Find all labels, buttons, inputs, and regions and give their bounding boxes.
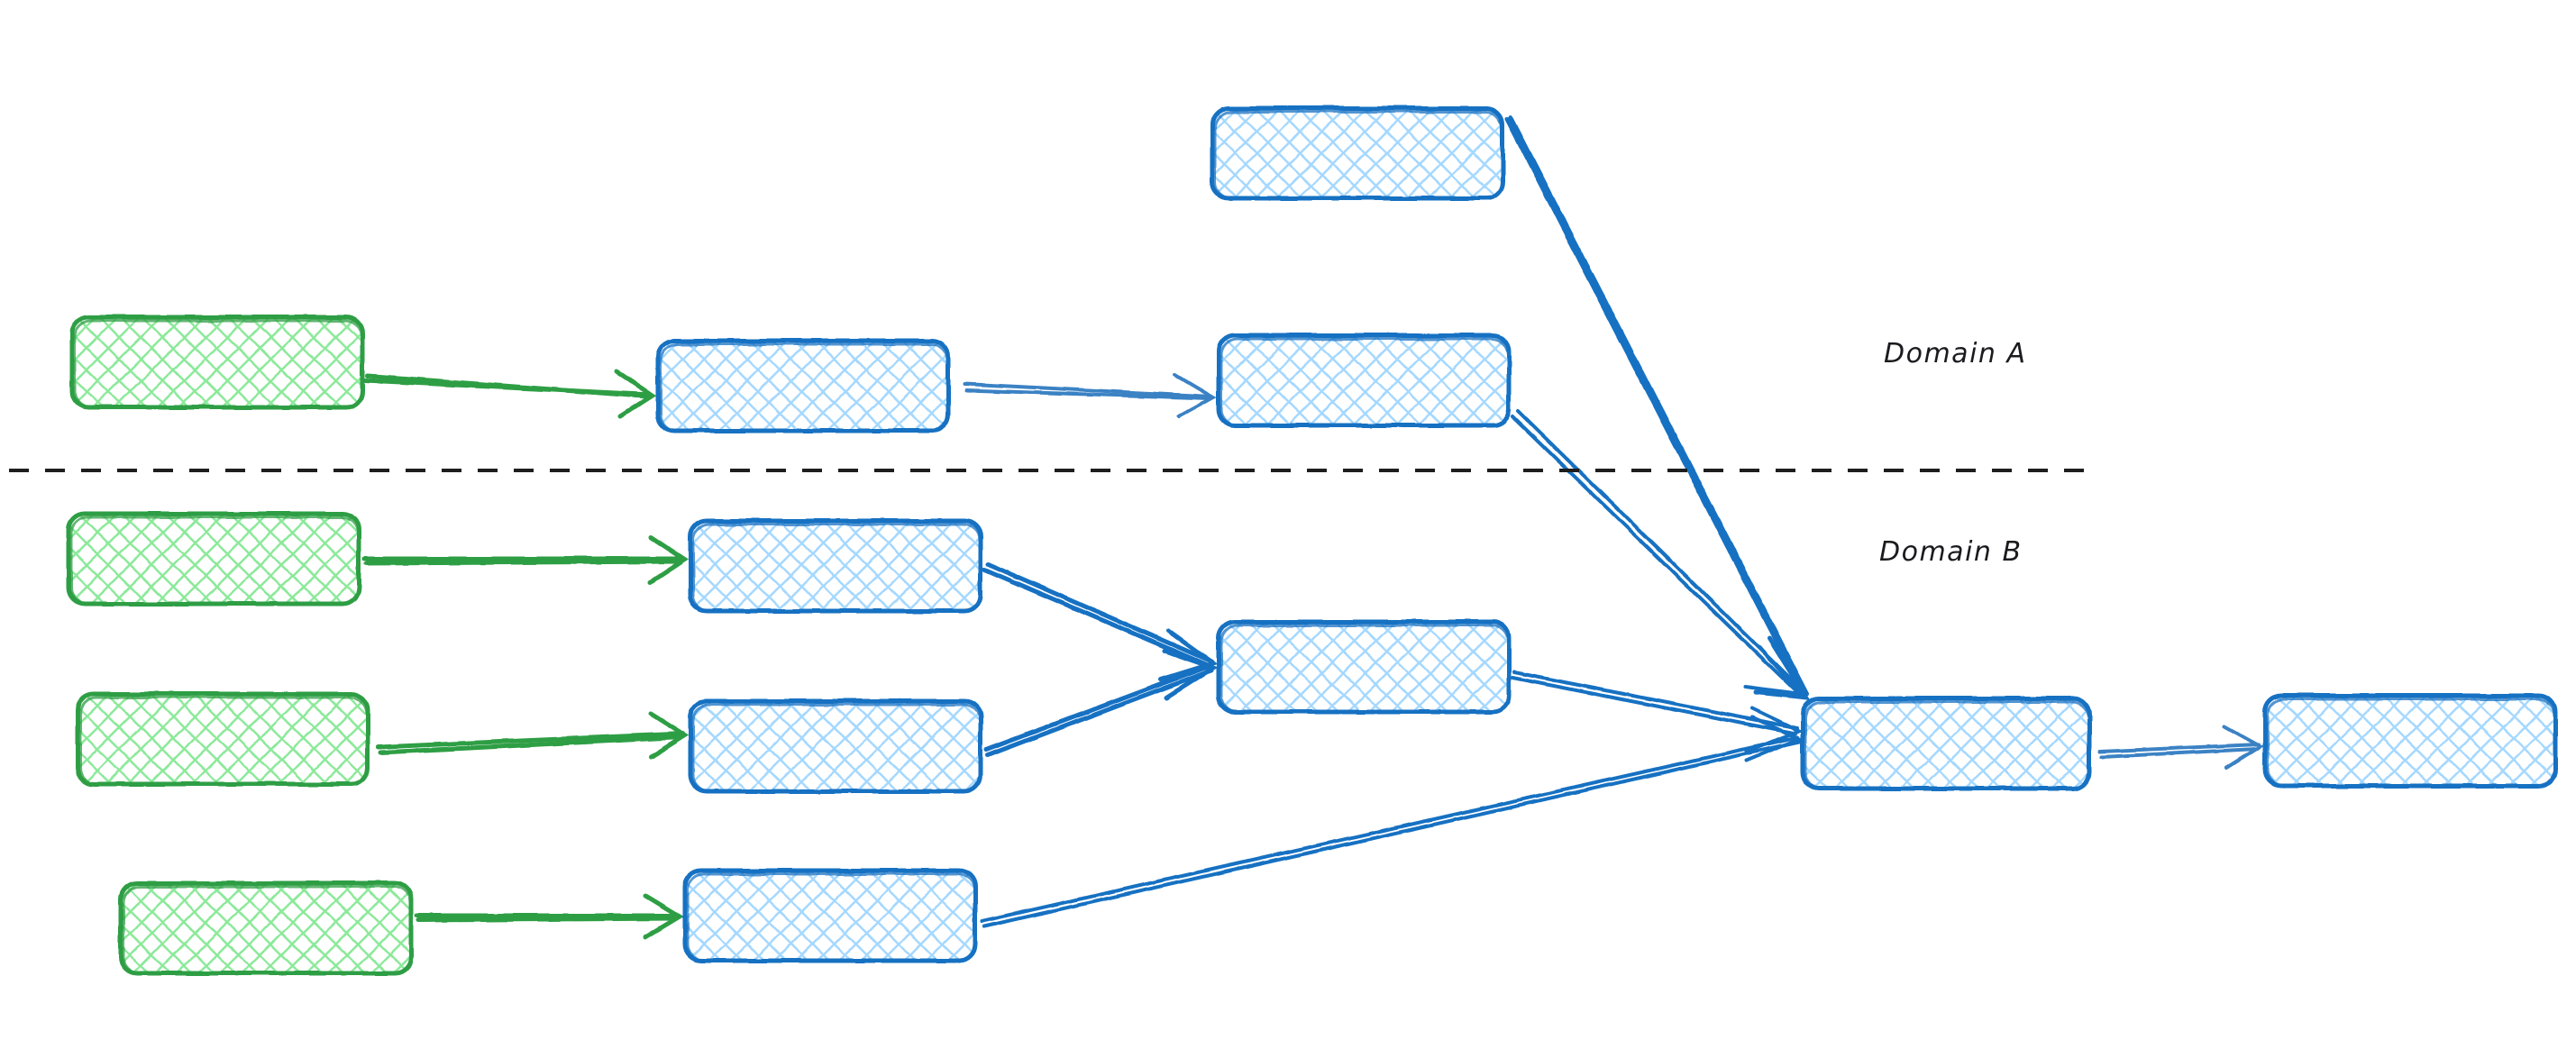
domain-a-label: Domain A — [1884, 338, 2026, 369]
edge-b-agg-1-to-b-sink — [1511, 670, 1804, 753]
edge-b-proc-3-to-b-sink — [981, 716, 1804, 928]
edge-a-proc-1-to-a-out-mid — [963, 373, 1218, 418]
edge-a-src-1-to-a-proc-1 — [362, 369, 657, 419]
node-b-sink[interactable] — [1800, 696, 2092, 791]
node-b-agg-1[interactable] — [1216, 619, 1512, 715]
node-b-src-1[interactable] — [66, 511, 361, 607]
node-a-out-top[interactable] — [1210, 105, 1505, 201]
nodes-layer — [66, 105, 2558, 976]
node-b-src-2[interactable] — [75, 691, 370, 787]
node-b-proc-1[interactable] — [688, 518, 983, 614]
node-a-proc-1[interactable] — [655, 338, 951, 433]
node-a-src-1[interactable] — [69, 315, 365, 410]
edge-b-proc-1-to-b-agg-1 — [982, 561, 1219, 682]
edge-a-out-top-to-b-sink — [1504, 114, 1811, 701]
edges-layer — [361, 114, 2264, 940]
node-b-proc-3[interactable] — [682, 868, 978, 963]
edge-a-out-mid-to-b-sink — [1511, 409, 1806, 697]
edge-b-src-1-to-b-proc-1 — [361, 534, 690, 585]
node-b-final[interactable] — [2262, 693, 2558, 789]
node-b-src-3[interactable] — [118, 880, 414, 976]
edge-b-sink-to-b-final — [2098, 725, 2264, 770]
node-b-proc-2[interactable] — [688, 698, 983, 794]
edge-b-proc-2-to-b-agg-1 — [983, 648, 1219, 758]
edge-b-src-2-to-b-proc-2 — [376, 711, 690, 760]
edge-b-src-3-to-b-proc-3 — [414, 893, 684, 940]
domain-b-label: Domain B — [1879, 536, 2023, 568]
node-a-out-mid[interactable] — [1216, 333, 1512, 428]
